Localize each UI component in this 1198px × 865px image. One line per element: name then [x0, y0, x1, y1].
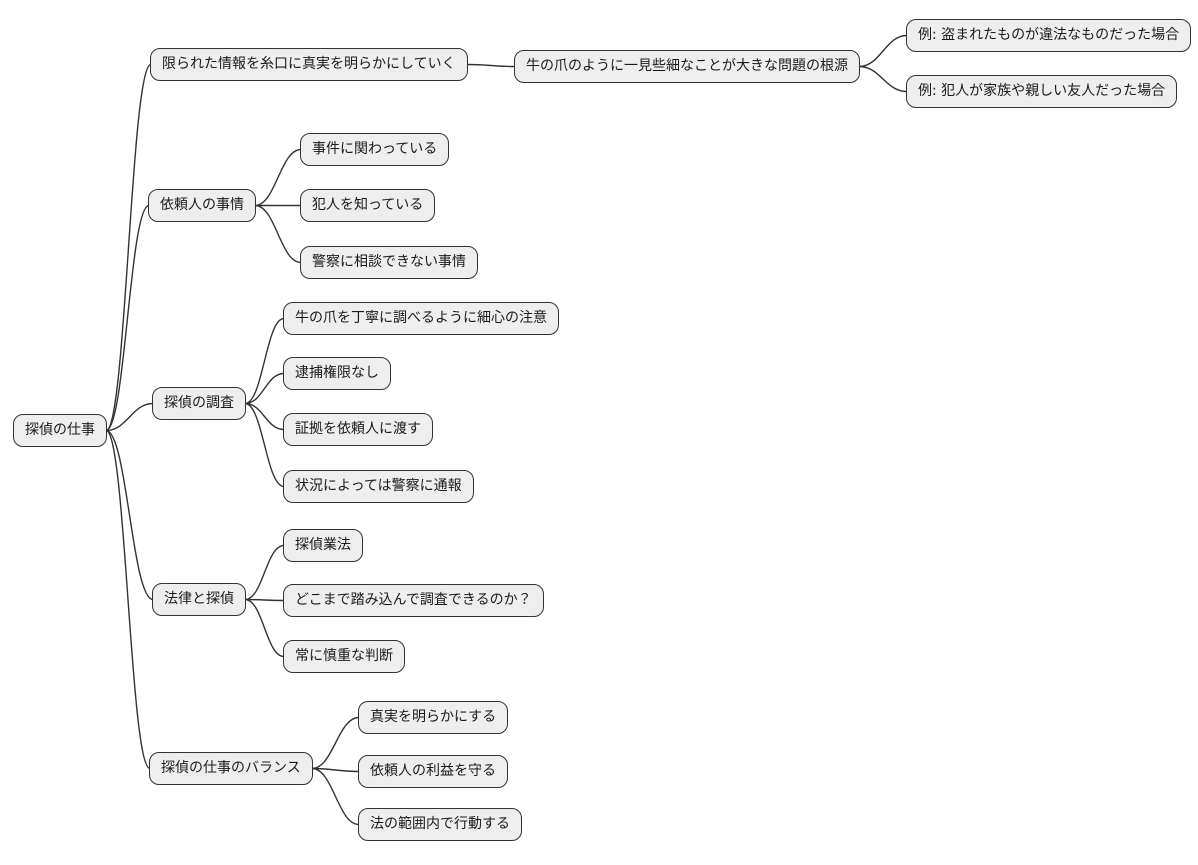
mindmap-node-job-balance: 探偵の仕事のバランス — [149, 752, 313, 785]
mindmap-node-no-arrest-authority: 逮捕権限なし — [283, 357, 391, 390]
mindmap-edge-root-to-n1 — [105, 63, 152, 432]
mindmap-node-limited-information: 限られた情報を糸口に真実を明らかにしていく — [150, 48, 468, 81]
mindmap-edge-n4-to-n4-3 — [244, 598, 285, 658]
mindmap-edge-n3-to-n3-1 — [244, 317, 285, 405]
mindmap-node-example-culprit-family: 例: 犯人が家族や親しい友人だった場合 — [906, 75, 1178, 108]
mindmap-node-detective-business-law: 探偵業法 — [283, 529, 363, 562]
mindmap-edge-n1-1-to-n1-1-2 — [858, 65, 908, 93]
mindmap-node-always-careful-judgment: 常に慎重な判断 — [283, 640, 405, 673]
mindmap-edge-n4-to-n4-2 — [244, 598, 285, 602]
mindmap-edge-n3-to-n3-2 — [244, 372, 285, 405]
mindmap-node-detective-investigation: 探偵の調査 — [152, 387, 246, 420]
mindmap-node-involved-in-case: 事件に関わっている — [300, 133, 450, 166]
mindmap-edge-root-to-n2 — [105, 204, 150, 432]
mindmap-node-how-far-investigate: どこまで踏み込んで調査できるのか？ — [283, 584, 544, 617]
mindmap-node-protect-client-interests: 依頼人の利益を守る — [358, 755, 508, 788]
mindmap-edge-n5-to-n5-1 — [311, 716, 360, 770]
mindmap-node-knows-culprit: 犯人を知っている — [300, 189, 436, 222]
mindmap-node-cannot-consult-police: 警察に相談できない事情 — [300, 246, 478, 279]
mindmap-node-client-circumstances: 依頼人の事情 — [148, 189, 256, 222]
mindmap-node-reveal-truth: 真実を明らかにする — [358, 701, 509, 734]
mindmap-node-report-to-police: 状況によっては警察に通報 — [283, 470, 474, 503]
mindmap-edge-root-to-n3 — [105, 402, 154, 432]
mindmap-edge-n1-to-n1-1 — [466, 63, 516, 68]
mindmap-edge-n1-1-to-n1-1-1 — [858, 34, 908, 68]
mindmap-node-cow-hoof-root-of-problem: 牛の爪のように一見些細なことが大きな問題の根源 — [514, 50, 860, 83]
mindmap-node-hand-evidence-to-client: 証拠を依頼人に渡す — [283, 413, 433, 446]
mindmap-edge-n3-to-n3-4 — [244, 402, 285, 488]
mindmap-edge-n5-to-n5-2 — [311, 767, 360, 773]
mindmap-edge-root-to-n4 — [105, 429, 154, 601]
mindmap-node-example-stolen-illegal: 例: 盗まれたものが違法なものだった場合 — [906, 19, 1192, 52]
mindmap-node-act-within-law: 法の範囲内で行動する — [358, 808, 522, 841]
mindmap-edge-root-to-n5 — [105, 429, 151, 770]
mindmap-edge-n4-to-n4-1 — [244, 544, 285, 601]
mindmap-node-careful-attention: 牛の爪を丁寧に調べるように細心の注意 — [283, 302, 559, 335]
mindmap-edge-n5-to-n5-3 — [311, 767, 360, 826]
mindmap-edge-n2-to-n2-3 — [254, 204, 302, 264]
mindmap-edge-n2-to-n2-1 — [254, 148, 302, 207]
mindmap-node-root: 探偵の仕事 — [13, 414, 107, 447]
mindmap-node-law-and-detective: 法律と探偵 — [152, 583, 246, 616]
